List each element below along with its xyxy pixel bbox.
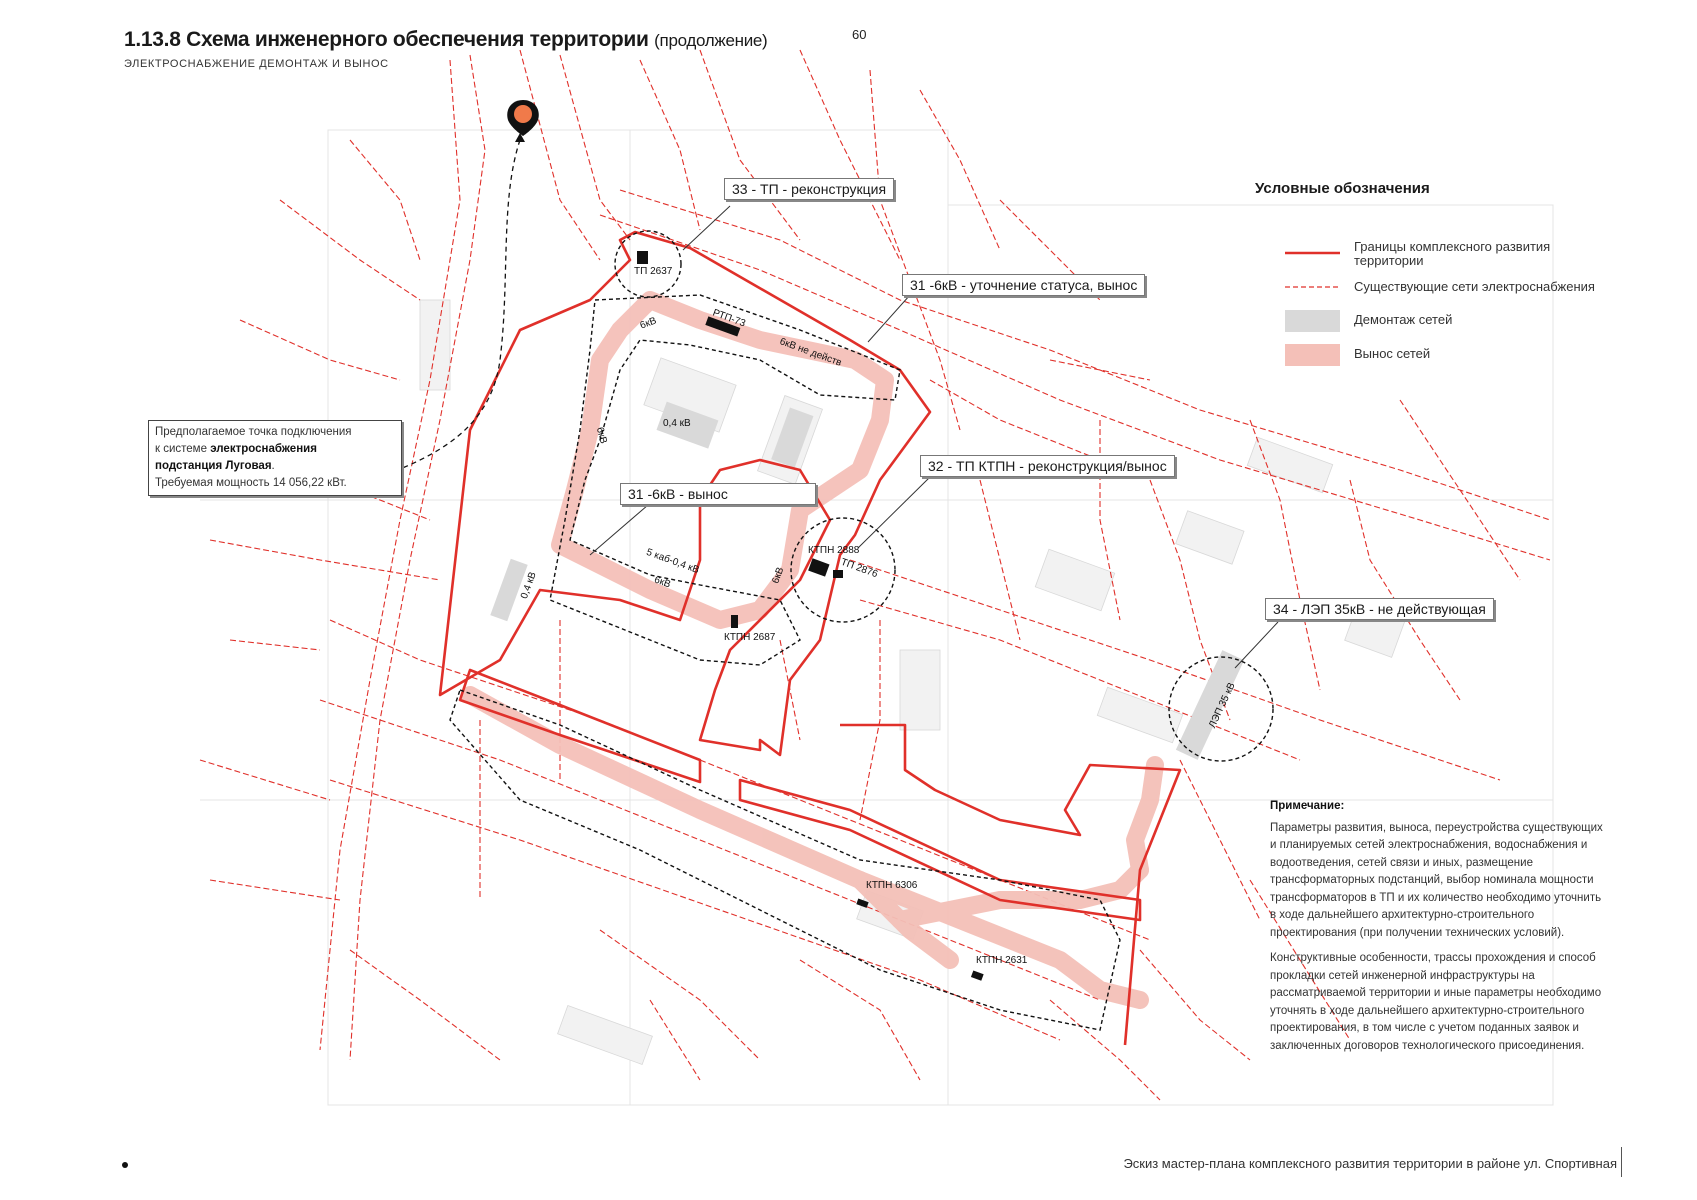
connection-line3-bold: подстанция Луговая xyxy=(155,460,272,472)
footer-caption: Эскиз мастер-плана комплексного развития… xyxy=(1123,1156,1617,1171)
page-title-suffix: (продолжение) xyxy=(654,31,768,50)
connection-line4: Требуемая мощность 14 056,22 кВт. xyxy=(155,477,347,489)
legend-item-relocation: Вынос сетей xyxy=(1354,346,1431,361)
note-paragraph-2: Конструктивные особенности, трассы прохо… xyxy=(1270,952,1602,1052)
note-block: Примечание: Параметры развития, выноса, … xyxy=(1270,798,1610,1063)
connection-route xyxy=(389,139,521,474)
legend-item-boundary: Границы комплексного развития территории xyxy=(1354,239,1551,268)
connection-line2: к системе электроснабжения xyxy=(155,441,395,458)
page-subtitle: ЭЛЕКТРОСНАБЖЕНИЕ ДЕМОНТАЖ И ВЫНОС xyxy=(124,58,389,70)
connection-line2-bold: электроснабжения xyxy=(210,443,317,455)
legend-symbols xyxy=(1285,251,1340,366)
connection-line2-prefix: к системе xyxy=(155,443,207,455)
connection-line3-suffix: . xyxy=(271,460,275,472)
footer-bullet xyxy=(122,1162,128,1168)
connection-arrow xyxy=(515,133,525,142)
callout-31-status: 31 -6кВ - уточнение статуса, вынос xyxy=(902,274,1146,296)
page-number: 60 xyxy=(852,27,867,42)
label-ktpn2888: КТПН 2888 xyxy=(808,545,860,556)
callout-32: 32 - ТП КТПН - реконструкция/вынос xyxy=(920,455,1175,477)
connection-line3: подстанция Луговая. xyxy=(155,458,395,475)
label-ktpn2687: КТПН 2687 xyxy=(724,632,776,643)
pin-icon xyxy=(507,100,539,136)
legend-item-existing-network: Существующие сети электроснабжения xyxy=(1354,279,1595,294)
focus-circles xyxy=(614,230,1274,762)
connection-point-box: Предполагаемое точка подключения к систе… xyxy=(148,420,402,496)
callout-pointers xyxy=(589,205,1279,669)
base-map-buildings xyxy=(419,299,1406,1065)
label-ktpn6306: КТПН 6306 xyxy=(866,880,918,891)
zone-outlines xyxy=(449,294,1121,1031)
legend-item-dismantling: Демонтаж сетей xyxy=(1354,312,1453,327)
page-title: 1.13.8 Схема инженерного обеспечения тер… xyxy=(124,28,768,52)
existing-electric-network xyxy=(199,49,1551,1101)
callout-31-relocation: 31 -6кВ - вынос xyxy=(620,483,816,505)
development-boundaries xyxy=(438,230,1182,1046)
page-title-main: 1.13.8 Схема инженерного обеспечения тер… xyxy=(124,28,649,51)
dismantling-areas xyxy=(490,401,1245,760)
legend-title: Условные обозначения xyxy=(1255,180,1430,197)
label-ktpn2631: КТПН 2631 xyxy=(976,955,1028,966)
connection-line1: Предполагаемое точка подключения xyxy=(155,426,352,438)
substations xyxy=(637,251,984,981)
callout-33: 33 - ТП - реконструкция xyxy=(724,178,895,200)
relocation-corridors xyxy=(461,291,1164,1009)
base-map-frame xyxy=(200,129,1554,1106)
note-paragraph-1: Параметры развития, выноса, переустройст… xyxy=(1270,821,1603,939)
callout-34: 34 - ЛЭП 35кВ - не действующая xyxy=(1265,598,1494,620)
label-04kv-a: 0,4 кВ xyxy=(663,418,691,429)
label-tp2637: ТП 2637 xyxy=(634,266,673,277)
footer-divider xyxy=(1621,1147,1622,1177)
note-title: Примечание: xyxy=(1270,800,1345,812)
